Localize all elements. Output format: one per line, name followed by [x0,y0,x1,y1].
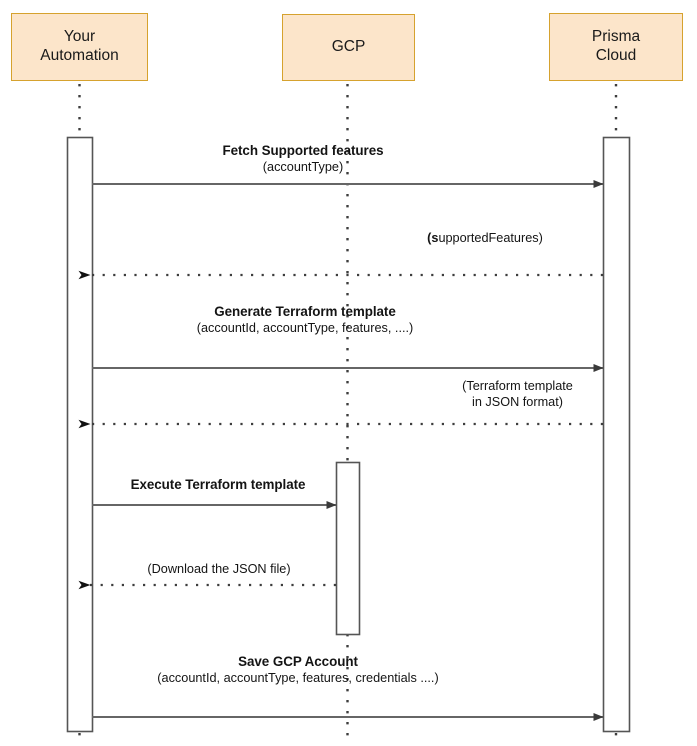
lifelines-group [78,84,618,740]
participant-label-gcp: GCP [331,38,366,56]
message-arrows-group [78,180,604,721]
act-automation[interactable] [66,136,94,733]
participant-box-automation[interactable]: Your Automation [11,13,148,81]
participant-box-gcp[interactable]: GCP [282,14,415,81]
participant-box-prisma[interactable]: Prisma Cloud [549,13,683,81]
participant-label-automation: Your Automation [40,28,119,64]
participant-label-prisma: Prisma Cloud [591,28,641,64]
act-prisma[interactable] [602,136,631,733]
activation-bars-group [66,136,631,733]
act-gcp[interactable] [335,461,361,636]
